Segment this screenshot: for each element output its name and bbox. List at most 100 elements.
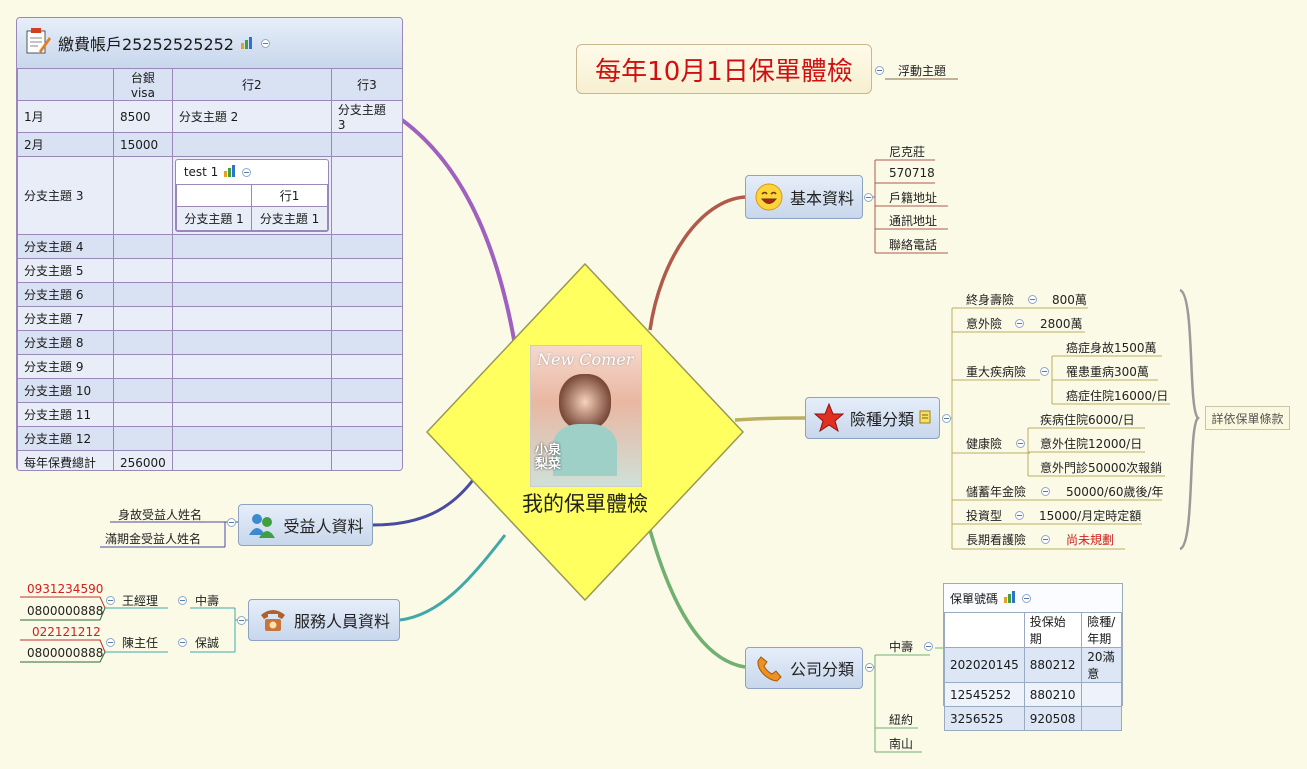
floating-subtitle[interactable]: 浮動主題 — [898, 64, 947, 78]
service-person-name[interactable]: 王經理 — [122, 594, 159, 608]
collapse-icon[interactable] — [106, 638, 115, 647]
policy-cell: 880210 — [1023, 682, 1083, 707]
service-mobile[interactable]: 022121212 — [32, 625, 101, 639]
collapse-icon[interactable] — [864, 193, 873, 202]
critical-illness-item[interactable]: 罹患重病300萬 — [1066, 365, 1149, 379]
company-item-chinalife[interactable]: 中壽 — [889, 640, 914, 654]
account-cell: 1月 — [17, 100, 114, 133]
account-header: 行3 — [330, 68, 402, 101]
annuity-value[interactable]: 50000/60歲後/年 — [1066, 485, 1164, 499]
account-cell: 分支主題 11 — [17, 402, 114, 427]
basic-item-mailing-address[interactable]: 通訊地址 — [889, 214, 938, 228]
beneficiary-maturity[interactable]: 滿期金受益人姓名 — [105, 532, 202, 546]
basic-info-node[interactable]: 基本資料 — [745, 175, 863, 219]
collapse-icon[interactable] — [924, 642, 933, 651]
policy-cell: 880212 — [1023, 647, 1083, 683]
summary-note[interactable]: 詳依保單條款 — [1205, 406, 1290, 430]
basic-item-phone[interactable]: 聯絡電話 — [889, 238, 938, 252]
annuity-label[interactable]: 儲蓄年金險 — [966, 485, 1027, 499]
note-icon[interactable] — [919, 409, 931, 428]
company-item-nanshan[interactable]: 南山 — [889, 737, 914, 751]
collapse-icon[interactable] — [260, 38, 270, 48]
long-term-care-value[interactable]: 尚未規劃 — [1066, 533, 1115, 547]
account-header: 行2 — [171, 68, 332, 101]
account-cell: 分支主題 5 — [17, 258, 114, 283]
basic-item-code[interactable]: 570718 — [889, 166, 935, 180]
account-cell: 分支主題 7 — [17, 306, 114, 331]
account-cell: 分支主題 6 — [17, 282, 114, 307]
collapse-icon[interactable] — [178, 596, 187, 605]
critical-illness-item[interactable]: 癌症住院16000/日 — [1066, 389, 1169, 403]
company-item-newyork[interactable]: 紐約 — [889, 713, 914, 727]
health-insurance-item[interactable]: 意外門診50000次報銷 — [1040, 461, 1163, 475]
collapse-icon[interactable] — [1041, 487, 1050, 496]
basic-item-name[interactable]: 尼克莊 — [889, 145, 926, 159]
collapse-icon[interactable] — [178, 638, 187, 647]
memo-icon — [25, 27, 51, 59]
collapse-icon[interactable] — [865, 663, 874, 672]
critical-illness-label[interactable]: 重大疾病險 — [966, 365, 1027, 379]
service-phone[interactable]: 0800000888 — [27, 646, 104, 660]
basic-item-household-address[interactable]: 戶籍地址 — [889, 191, 938, 205]
policy-table-title: 保單號碼 — [950, 591, 999, 606]
phone-icon — [754, 653, 784, 683]
telephone-icon — [258, 605, 288, 635]
service-company[interactable]: 中壽 — [195, 594, 220, 608]
collapse-icon[interactable] — [237, 616, 246, 625]
health-insurance-item[interactable]: 疾病住院6000/日 — [1040, 413, 1135, 427]
collapse-icon[interactable] — [1015, 511, 1024, 520]
policy-cell: 202020145 — [944, 647, 1025, 683]
policy-cell: 12545252 — [944, 682, 1025, 707]
company-label: 公司分類 — [789, 660, 854, 679]
policy-header — [944, 612, 1025, 648]
critical-illness-item[interactable]: 癌症身故1500萬 — [1066, 341, 1157, 355]
service-company[interactable]: 保誠 — [195, 636, 220, 650]
long-term-care-label[interactable]: 長期看護險 — [966, 533, 1027, 547]
collapse-icon[interactable] — [1016, 439, 1025, 448]
account-total-value: 256000 — [113, 450, 173, 470]
service-phone[interactable]: 0800000888 — [27, 604, 104, 618]
beneficiary-label: 受益人資料 — [283, 517, 364, 536]
life-insurance-value[interactable]: 800萬 — [1052, 293, 1087, 307]
collapse-icon[interactable] — [1028, 295, 1037, 304]
collapse-icon[interactable] — [875, 66, 884, 75]
people-icon — [247, 510, 277, 540]
health-insurance-label[interactable]: 健康險 — [966, 437, 1003, 451]
company-node[interactable]: 公司分類 — [745, 647, 863, 689]
accident-insurance-label[interactable]: 意外險 — [966, 317, 1003, 331]
life-insurance-label[interactable]: 終身壽險 — [966, 293, 1015, 307]
accident-insurance-value[interactable]: 2800萬 — [1040, 317, 1083, 331]
chart-icon — [1003, 590, 1017, 606]
service-person-name[interactable]: 陳主任 — [122, 636, 159, 650]
star-icon — [813, 403, 844, 433]
collapse-icon[interactable] — [1040, 367, 1049, 376]
collapse-icon[interactable] — [227, 518, 236, 527]
policy-header: 險種/年期 — [1081, 612, 1122, 648]
collapse-icon[interactable] — [1022, 593, 1032, 603]
account-cell: 分支主題 4 — [17, 234, 114, 259]
central-image: New Comer 小泉梨菜 — [530, 345, 642, 487]
floating-topic[interactable]: 每年10月1日保單體檢 — [576, 44, 872, 94]
collapse-icon[interactable] — [1015, 319, 1024, 328]
collapse-icon[interactable] — [942, 414, 951, 423]
collapse-icon[interactable] — [242, 167, 252, 177]
collapse-icon[interactable] — [1041, 535, 1050, 544]
service-mobile[interactable]: 0931234590 — [27, 582, 104, 596]
cover-title: New Comer — [537, 350, 634, 369]
health-insurance-item[interactable]: 意外住院12000/日 — [1040, 437, 1143, 451]
policy-cell: 920508 — [1023, 706, 1083, 731]
collapse-icon[interactable] — [106, 596, 115, 605]
service-label: 服務人員資料 — [293, 612, 390, 631]
insurance-node[interactable]: 險種分類 — [805, 397, 940, 439]
policy-cell — [1081, 706, 1122, 731]
beneficiary-node[interactable]: 受益人資料 — [238, 504, 373, 546]
service-node[interactable]: 服務人員資料 — [248, 599, 400, 641]
policy-cell: 20滿意 — [1081, 647, 1122, 683]
account-cell: 分支主題 3 — [330, 100, 402, 133]
beneficiary-death[interactable]: 身故受益人姓名 — [118, 508, 203, 522]
investment-value[interactable]: 15000/月定時定額 — [1039, 509, 1142, 523]
investment-label[interactable]: 投資型 — [966, 509, 1003, 523]
